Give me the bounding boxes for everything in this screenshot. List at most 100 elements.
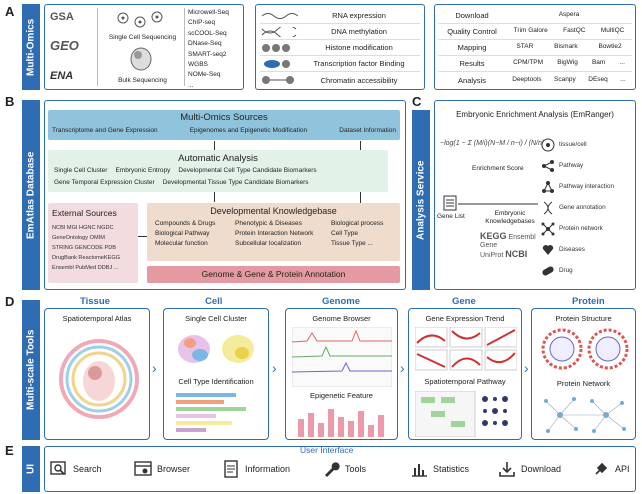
result-item-drug: Drug bbox=[541, 260, 635, 281]
dk-item: Biological Pathway bbox=[155, 230, 210, 238]
omics-item: Transcription factor Binding bbox=[313, 59, 405, 68]
cells-icon bbox=[115, 10, 165, 37]
protein-structure-graphic bbox=[541, 328, 629, 370]
browser-item[interactable]: Browser bbox=[134, 460, 190, 478]
aa-item: Single Cell Cluster bbox=[54, 167, 108, 174]
section-letter-a: A bbox=[5, 4, 15, 19]
protein-tool[interactable]: Protein Structure Protein Network bbox=[531, 308, 636, 440]
embryo-icon bbox=[128, 46, 154, 77]
gene-expression-trend-label: Gene Expression Trend bbox=[425, 314, 505, 323]
header-cell: Cell bbox=[205, 296, 223, 307]
dk-item: Tissue Type ... bbox=[331, 240, 373, 248]
seq-method: scCOOL-Seq bbox=[188, 29, 227, 37]
gene-icon bbox=[543, 201, 553, 214]
api-item[interactable]: API bbox=[592, 460, 630, 478]
external-sources: External Sources NCBI MGI HGNC NGDC Gene… bbox=[48, 203, 138, 283]
tf-binding-icon bbox=[264, 59, 290, 68]
genome-tracks bbox=[292, 327, 392, 387]
seq-method: ... bbox=[188, 81, 194, 89]
header-protein: Protein bbox=[572, 296, 605, 307]
ext-line: NCBI MGI HGNC NGDC bbox=[52, 225, 114, 231]
heart-icon bbox=[542, 244, 554, 255]
aa-item: Gene Temporal Expression Cluster bbox=[54, 179, 155, 186]
dk-item: Protein Interaction Network bbox=[235, 230, 314, 238]
section-letter-b: B bbox=[5, 94, 15, 109]
seq-method: NOMe-Seq bbox=[188, 71, 221, 79]
chevron-right-icon: › bbox=[400, 360, 405, 376]
result-item-gene-annotation: Gene annotation bbox=[541, 197, 635, 218]
knowledgebase-label: Embryonic Knowledgebases bbox=[485, 210, 535, 226]
band-ematlas-database: EmAtlas Database bbox=[22, 100, 40, 290]
arrow bbox=[214, 141, 215, 150]
cell-type-bars bbox=[176, 393, 246, 432]
arrow bbox=[138, 236, 147, 237]
ui-panel bbox=[44, 446, 636, 492]
developmental-knowledgebase: Developmental Knowledgebase Compounds & … bbox=[147, 203, 400, 261]
header-genome: Genome bbox=[322, 296, 361, 307]
dk-item: Molecular function bbox=[155, 240, 208, 248]
cell-type-identification-label: Cell Type Identification bbox=[178, 377, 254, 386]
tissue-icon bbox=[541, 138, 555, 151]
dk-item: Compounds & Drugs bbox=[155, 220, 216, 227]
band-multi-scale-tools: Multi-scale Tools bbox=[22, 300, 40, 440]
download-icon bbox=[499, 462, 515, 477]
cell-tool[interactable]: Single Cell Cluster Cell Type Identifica… bbox=[163, 308, 269, 440]
gene-list-label: Gene List bbox=[437, 213, 465, 220]
result-item-pathway: Pathway bbox=[541, 155, 635, 176]
ext-line: GeneOntology OMIM bbox=[52, 235, 105, 241]
pathway-icon bbox=[542, 159, 554, 172]
aa-item: Developmental Tissue Type Candidate Biom… bbox=[162, 179, 309, 186]
chevron-right-icon: › bbox=[152, 360, 157, 376]
histone-icon bbox=[262, 43, 290, 52]
mos-item: Transcriptome and Gene Expression bbox=[52, 127, 158, 134]
ext-line: Ensembl PubMed DDBJ ... bbox=[52, 265, 119, 271]
divider bbox=[97, 8, 98, 86]
gene-tool[interactable]: Gene Expression Trend Spatiotemporal Pat… bbox=[408, 308, 522, 440]
epigenetic-bars bbox=[298, 409, 384, 437]
protein-network-graphic bbox=[544, 397, 626, 433]
dk-item: Phenotypic & Diseases bbox=[235, 220, 302, 227]
seq-method: WGBS bbox=[188, 61, 208, 69]
information-item[interactable]: Information bbox=[222, 460, 290, 478]
header-gene: Gene bbox=[452, 296, 476, 307]
wrench-icon bbox=[325, 462, 340, 477]
connector-lines bbox=[458, 203, 538, 205]
expression-trend-plots bbox=[415, 327, 517, 371]
dk-item: Subcellular localization bbox=[235, 240, 302, 248]
search-item[interactable]: Search bbox=[50, 460, 102, 478]
mos-item: Epigenomes and Epigenetic Modification bbox=[189, 127, 308, 134]
tissue-tool[interactable]: Spatiotemporal Atlas bbox=[44, 308, 150, 440]
pathway-graphic bbox=[415, 391, 508, 437]
rna-icon bbox=[261, 12, 298, 19]
omics-item: Histone modification bbox=[325, 43, 393, 52]
chevron-right-icon: › bbox=[272, 360, 277, 376]
ext-line: DrugBank ReactomeKEGG bbox=[52, 255, 121, 261]
genome-gene-protein-annotation: Genome & Gene & Protein Annotation bbox=[147, 266, 400, 283]
download-item[interactable]: Download bbox=[498, 460, 561, 478]
ext-line: STRING GENCODE PDB bbox=[52, 245, 117, 251]
geo-logo: GEO bbox=[50, 38, 79, 53]
seq-method: Microwell-Seq bbox=[188, 9, 229, 16]
ena-logo: ENA bbox=[50, 70, 74, 82]
protein-structure-label: Protein Structure bbox=[555, 314, 612, 323]
single-cell-label: Single Cell Sequencing bbox=[108, 34, 177, 41]
chevron-right-icon: › bbox=[524, 360, 529, 376]
dna-icon bbox=[261, 26, 297, 37]
tools-item[interactable]: Tools bbox=[322, 460, 366, 478]
formula: −log(1 − Σ (M/i)(N−M / n−i) / (N/n)) bbox=[440, 140, 547, 147]
genome-tool[interactable]: Genome Browser Epigenetic Feature bbox=[285, 308, 398, 440]
bar-chart-icon bbox=[412, 464, 427, 477]
statistics-item[interactable]: Statistics bbox=[410, 460, 469, 478]
seq-method: DNase-Seq bbox=[188, 40, 222, 48]
gene-list-icon bbox=[443, 195, 457, 216]
chromatin-icon bbox=[262, 76, 294, 84]
arrow bbox=[214, 192, 215, 202]
result-item-diseases: Diseases bbox=[541, 239, 635, 260]
